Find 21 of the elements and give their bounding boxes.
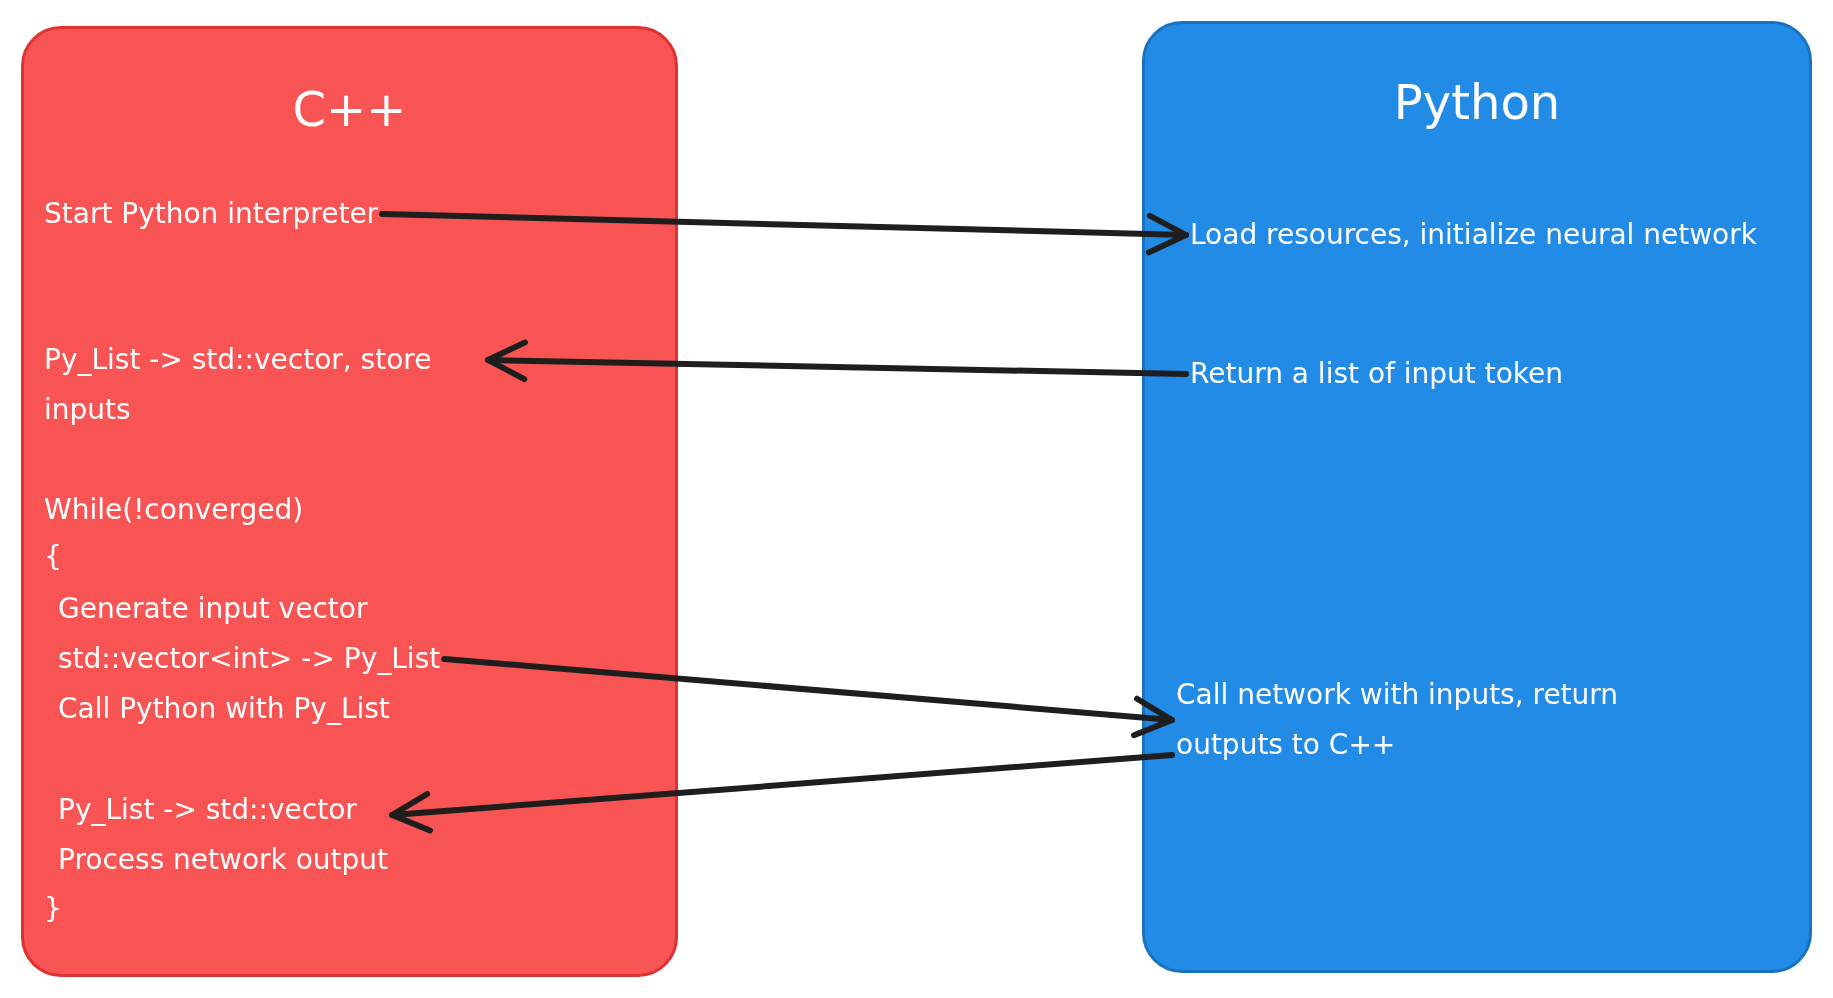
panel-title: C++ xyxy=(291,80,408,139)
arrow xyxy=(379,211,1189,256)
panel-title: Python xyxy=(1392,73,1562,132)
panel xyxy=(21,26,678,977)
code-text: Call Python with Py_List xyxy=(58,691,390,727)
arrow xyxy=(441,656,1175,739)
code-text: Py_List -> std::vector xyxy=(58,792,357,828)
arrow xyxy=(485,339,1189,382)
code-text: Start Python interpreter xyxy=(44,196,379,232)
code-text: While(!converged) xyxy=(44,492,304,528)
code-text: Generate input vector xyxy=(58,591,368,627)
code-text: Py_List -> std::vector, store inputs xyxy=(44,342,433,428)
code-text: Load resources, initialize neural network xyxy=(1190,217,1757,253)
code-text: } xyxy=(44,891,62,927)
panel xyxy=(1142,21,1812,973)
code-text: Call network with inputs, return outputs to C++ xyxy=(1176,677,1620,763)
code-text: std::vector<int> -> Py_List xyxy=(58,641,441,677)
code-text: { xyxy=(44,539,62,575)
code-text: Process network output xyxy=(58,842,389,878)
code-text: Return a list of input token xyxy=(1190,356,1563,392)
arrow xyxy=(389,752,1175,834)
